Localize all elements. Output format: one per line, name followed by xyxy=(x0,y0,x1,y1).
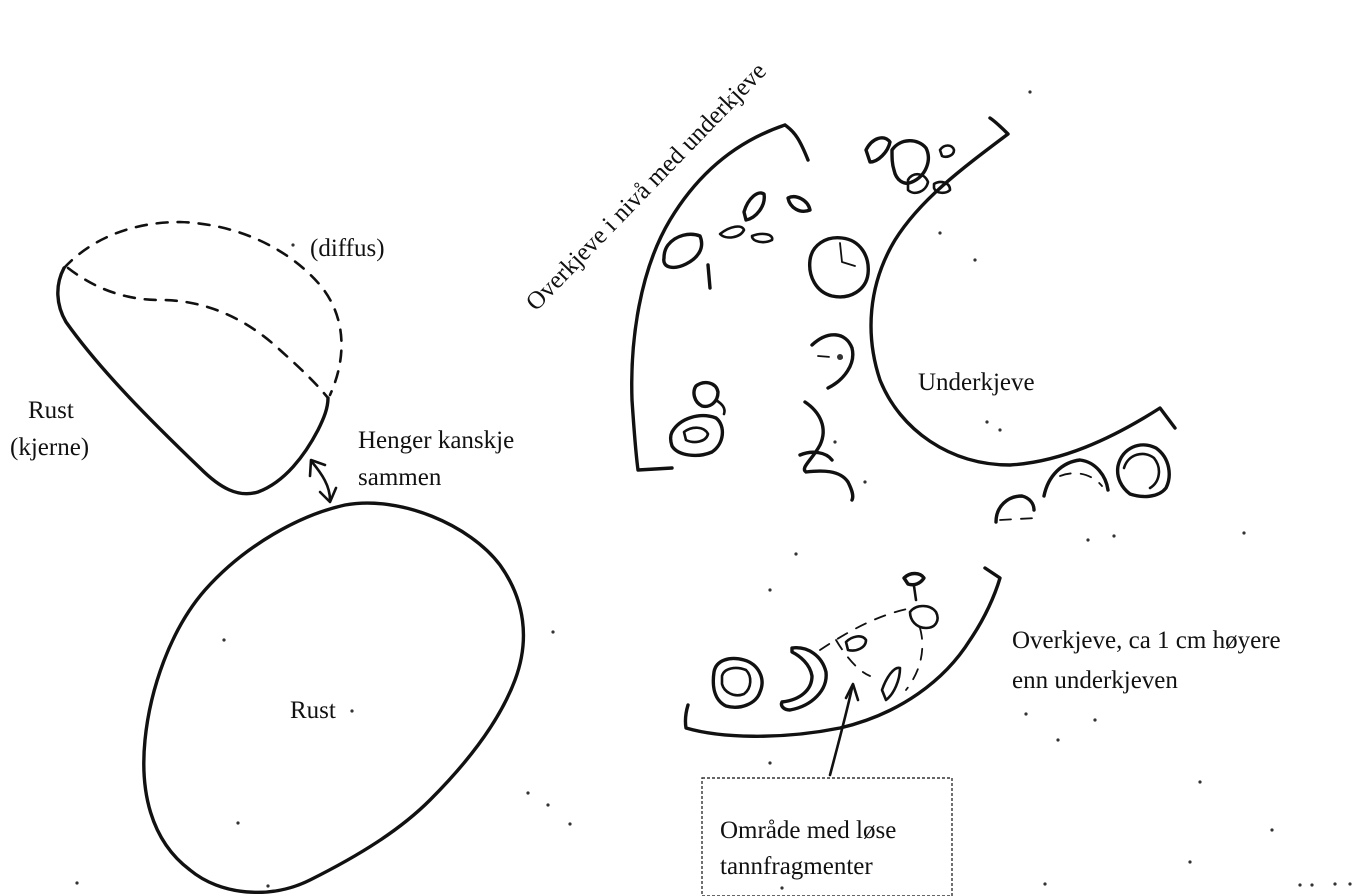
tooth-fragment xyxy=(752,234,772,242)
tooth-fragment xyxy=(684,428,708,442)
pointer-arrow xyxy=(830,688,852,775)
tooth-fragment xyxy=(1124,454,1159,488)
label-diffus: (diffus) xyxy=(310,235,385,262)
tooth-fragment xyxy=(914,586,916,600)
label-rust-kjerne-line2: (kjerne) xyxy=(10,434,89,461)
loose-fragments-area-dashed xyxy=(820,608,922,690)
tooth-fragment xyxy=(910,606,938,628)
lower-jaw-outline xyxy=(871,118,1175,465)
tooth-fragment xyxy=(781,648,826,710)
tooth-fragment xyxy=(708,265,710,288)
tooth-fragment xyxy=(664,234,702,267)
tooth-dot xyxy=(837,354,843,360)
tooth-fragment xyxy=(744,193,764,220)
diffus-inner-dashed xyxy=(68,268,328,398)
label-omrade-line1: Område med løse xyxy=(720,817,896,844)
rust-core-outline xyxy=(58,268,328,494)
tooth-fragment xyxy=(722,668,750,695)
label-overkjeve-hoyere-line2: enn underkjeven xyxy=(1012,667,1178,694)
label-henger-line2: sammen xyxy=(358,464,442,491)
tooth-fragment xyxy=(1044,460,1108,496)
tooth-d-shape xyxy=(812,335,853,388)
tooth-fragment xyxy=(720,227,744,238)
label-overkjeve-hoyere-line1: Overkjeve, ca 1 cm høyere xyxy=(1012,627,1281,654)
label-henger-line1: Henger kanskje xyxy=(358,427,514,454)
tooth-fragment xyxy=(800,452,832,460)
tooth-crack xyxy=(840,243,855,266)
label-omrade-line2: tannfragmenter xyxy=(720,853,873,880)
tooth-fragment xyxy=(882,668,900,700)
tooth-fragment xyxy=(1000,518,1036,520)
tooth-fragment xyxy=(1060,473,1102,486)
scatter-dots xyxy=(75,90,1351,889)
tooth-round xyxy=(810,238,869,297)
label-underkjeve: Underkjeve xyxy=(918,369,1035,396)
tooth-fragment xyxy=(940,146,954,157)
tooth-fragment xyxy=(866,138,890,162)
label-rust: Rust xyxy=(290,697,336,724)
upper-jaw-bottom-outline xyxy=(685,568,1000,736)
tooth-fragment xyxy=(671,416,723,456)
tooth-fragment xyxy=(713,659,762,708)
label-rust-kjerne-line1: Rust xyxy=(28,397,74,424)
tooth-fragment xyxy=(846,636,866,650)
tooth-fragment xyxy=(694,383,718,407)
tooth-fragment xyxy=(904,574,924,585)
tooth-fragment xyxy=(716,400,725,414)
tooth-fragment xyxy=(788,197,810,212)
